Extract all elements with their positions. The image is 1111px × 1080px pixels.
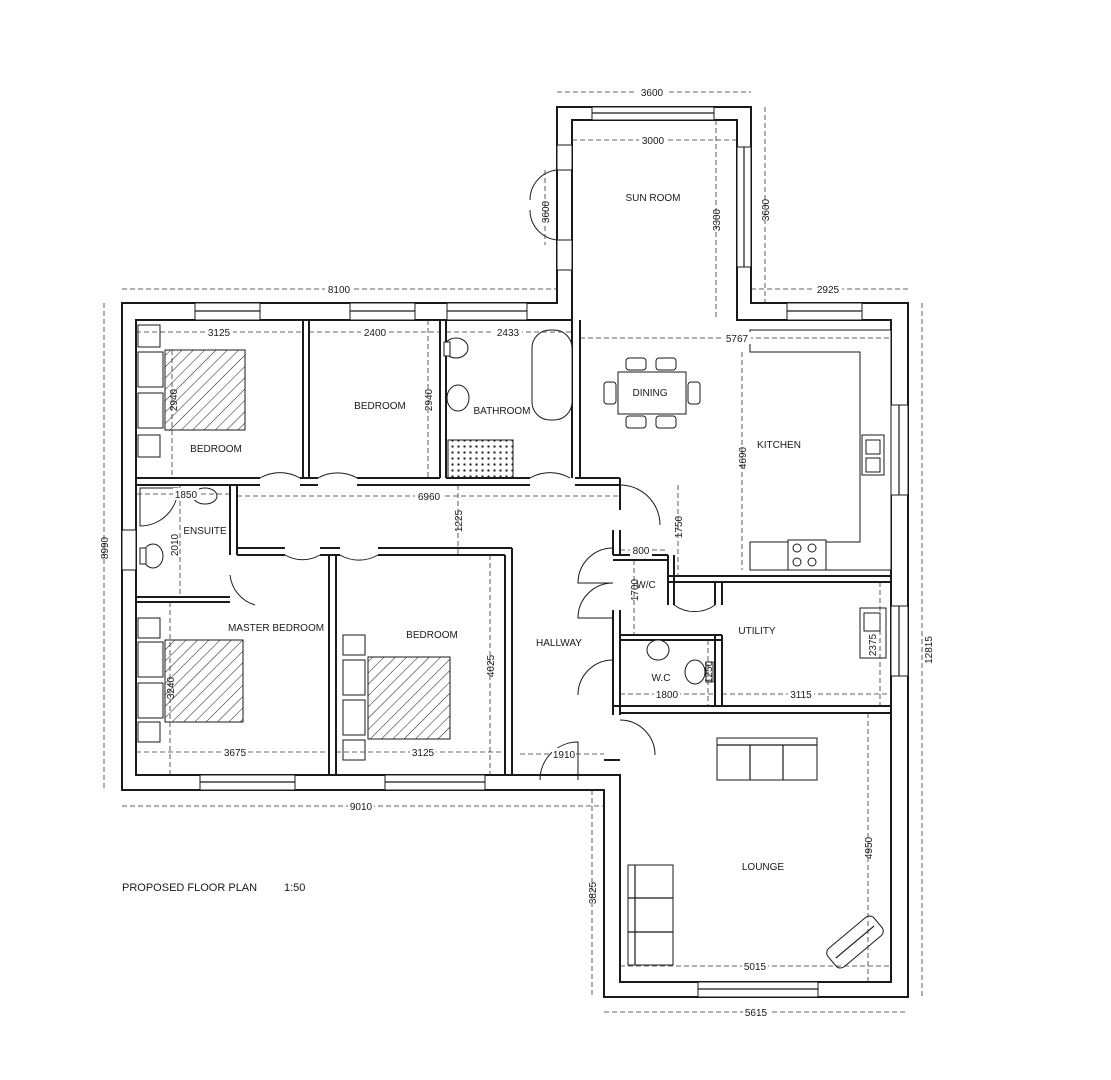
dim-label-sun-room-outer-depth: 3600 bbox=[761, 198, 772, 221]
dim-label-wc-1-width: 800 bbox=[633, 546, 650, 557]
room-labels: SUN ROOM DINING KITCHEN BEDROOM BEDROOM … bbox=[183, 193, 801, 873]
room-label-bedroom-1: BEDROOM bbox=[190, 444, 242, 455]
dim-label-porch-width: 1910 bbox=[553, 750, 576, 761]
dim-label-bedroom-2-width: 2400 bbox=[364, 328, 387, 339]
dim-label-utility-width: 3115 bbox=[790, 690, 812, 701]
room-label-lounge: LOUNGE bbox=[742, 862, 785, 873]
dim-label-bedroom-2-depth: 2940 bbox=[424, 388, 435, 411]
room-label-ensuite: ENSUITE bbox=[183, 526, 227, 537]
windows bbox=[121, 106, 909, 998]
dim-label-bottom-left-overall: 9010 bbox=[350, 802, 373, 813]
dim-label-ensuite-width: 1850 bbox=[175, 490, 198, 501]
room-label-wc-1: W/C bbox=[636, 580, 655, 591]
dim-label-bedroom-3-width: 3125 bbox=[412, 748, 435, 759]
room-label-bedroom-2: BEDROOM bbox=[354, 401, 406, 412]
room-label-hallway: HALLWAY bbox=[536, 638, 582, 649]
furniture bbox=[137, 324, 892, 969]
dim-label-master-depth: 3240 bbox=[166, 676, 177, 699]
dimension-labels: 3600 3000 3600 3300 3600 8100 2925 3125 … bbox=[100, 86, 935, 1019]
dim-label-wc-2-width: 1800 bbox=[656, 690, 679, 701]
dim-label-top-left-overall: 8100 bbox=[328, 285, 351, 296]
doors bbox=[229, 169, 716, 781]
room-label-kitchen: KITCHEN bbox=[757, 440, 801, 451]
dim-label-corridor-width: 1225 bbox=[454, 509, 465, 532]
dim-label-sun-room-inner-width: 3000 bbox=[642, 136, 665, 147]
dim-label-master-width: 3675 bbox=[224, 748, 247, 759]
dim-label-sun-room-inner-depth: 3300 bbox=[712, 208, 723, 231]
dim-label-kitchen-depth: 4690 bbox=[738, 446, 749, 469]
dim-label-wc-1-depth: 1700 bbox=[630, 578, 641, 601]
dim-label-bedroom-3-depth: 4025 bbox=[486, 654, 497, 677]
room-label-sun-room: SUN ROOM bbox=[626, 193, 681, 204]
dim-label-dining-kitchen-width: 5767 bbox=[726, 334, 749, 345]
dim-label-corridor-length: 6960 bbox=[418, 492, 441, 503]
dim-label-bedroom-1-width: 3125 bbox=[208, 328, 231, 339]
dim-label-ensuite-depth: 2010 bbox=[170, 533, 181, 556]
room-label-utility: UTILITY bbox=[738, 626, 776, 637]
room-label-bathroom: BATHROOM bbox=[473, 406, 530, 417]
room-label-wc-2: W.C bbox=[652, 673, 671, 684]
room-label-dining: DINING bbox=[633, 388, 668, 399]
dim-label-bedroom-1-depth: 2940 bbox=[169, 388, 180, 411]
dim-label-wc-2-small: 1250 bbox=[704, 660, 715, 683]
dim-label-lounge-depth: 4950 bbox=[864, 836, 875, 859]
dim-label-left-overall: 8990 bbox=[100, 536, 111, 559]
dim-label-utility-sink: 2375 bbox=[868, 633, 879, 656]
dim-label-lounge-offset: 3825 bbox=[588, 881, 599, 904]
dim-label-lounge-outer-width: 5615 bbox=[745, 1008, 768, 1019]
dim-label-lounge-inner-width: 5015 bbox=[744, 962, 767, 973]
dim-label-right-overall: 12815 bbox=[924, 636, 935, 664]
dim-label-sun-room-door: 3600 bbox=[541, 200, 552, 223]
room-label-bedroom-3: BEDROOM bbox=[406, 630, 458, 641]
dim-label-bathroom-width: 2433 bbox=[497, 328, 520, 339]
dim-label-top-right: 2925 bbox=[817, 285, 840, 296]
room-label-master-bedroom: MASTER BEDROOM bbox=[228, 623, 324, 634]
dim-label-hall-to-kitchen: 1750 bbox=[674, 515, 685, 538]
drawing-title: PROPOSED FLOOR PLAN bbox=[122, 882, 257, 894]
drawing-scale: 1:50 bbox=[284, 882, 305, 894]
dim-label-sun-room-outer-width: 3600 bbox=[641, 88, 664, 99]
